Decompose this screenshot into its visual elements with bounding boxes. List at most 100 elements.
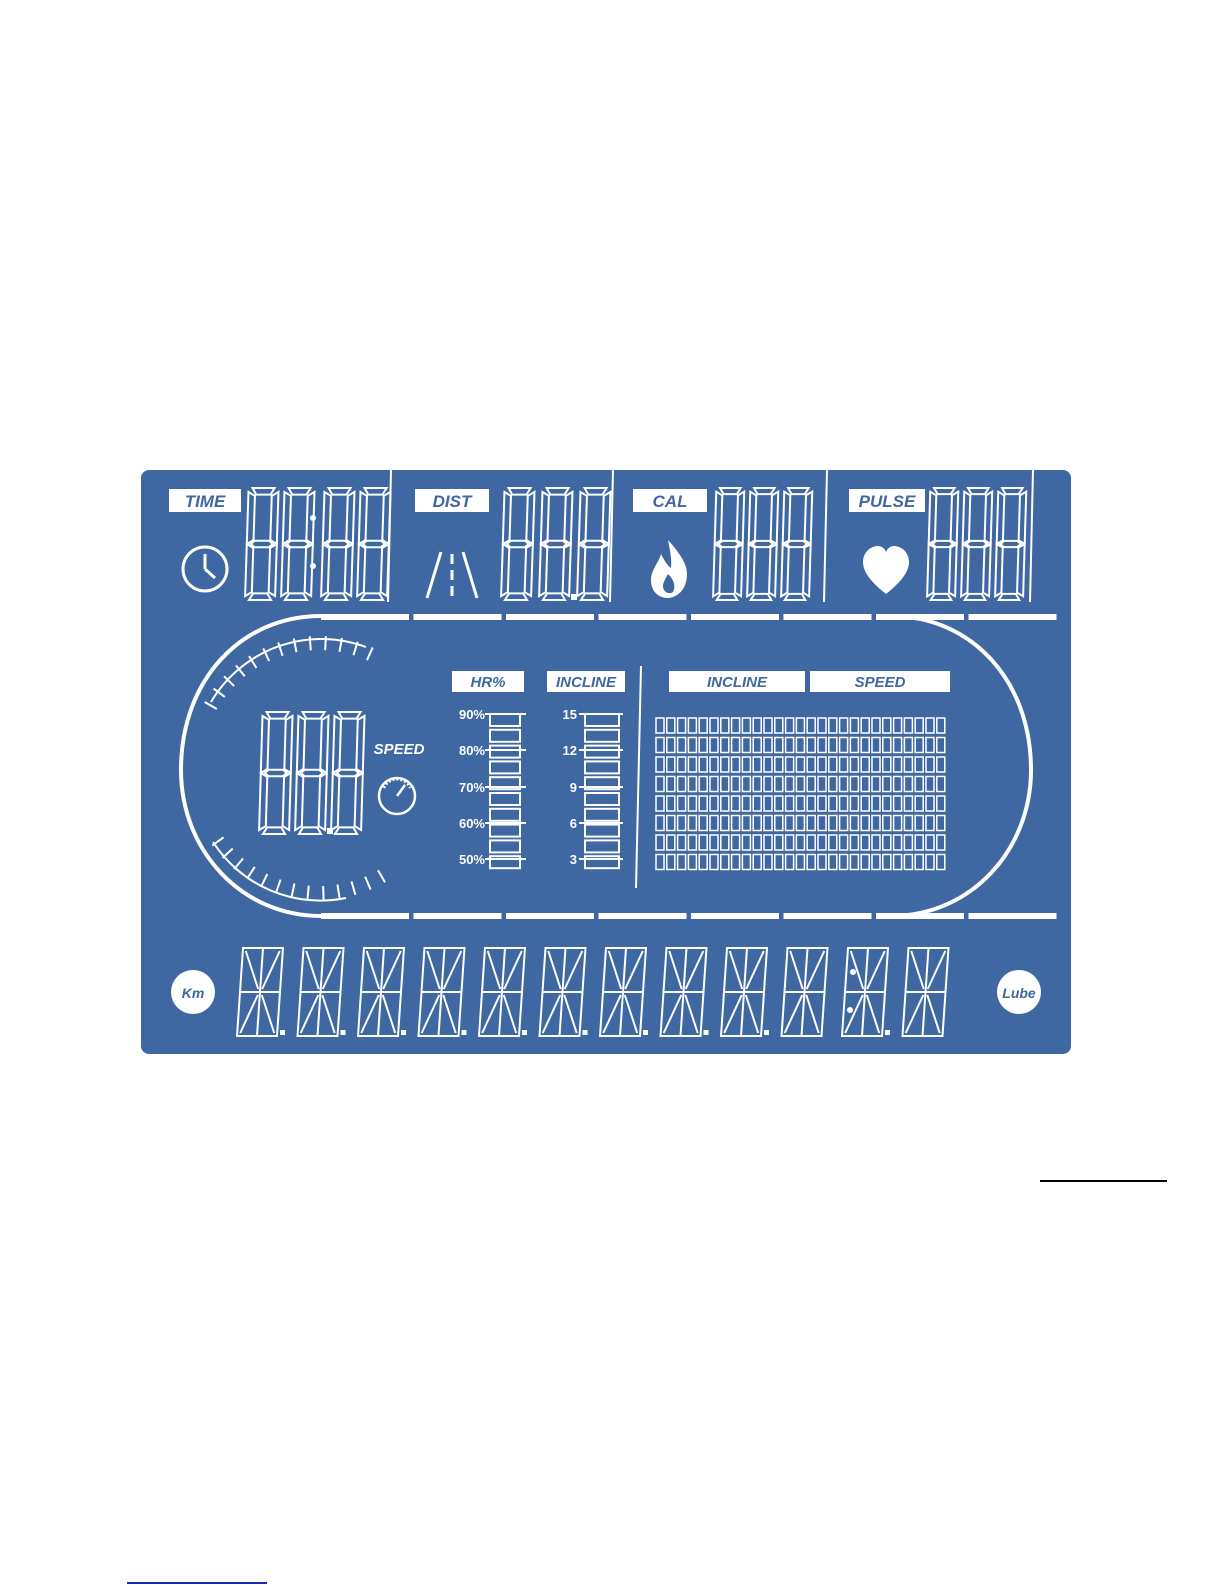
matrix-dot	[688, 816, 696, 831]
seven-segment-digit	[539, 488, 577, 600]
matrix-dot	[818, 796, 826, 811]
matrix-dot	[861, 738, 869, 753]
matrix-dot	[732, 777, 740, 792]
alphanumeric-char	[600, 948, 648, 1036]
matrix-dot	[850, 835, 858, 850]
matrix-dot	[894, 816, 902, 831]
matrix-dot	[796, 855, 804, 870]
matrix-dot	[742, 718, 750, 733]
matrix-dot	[915, 777, 923, 792]
matrix-dot	[775, 855, 783, 870]
lube-label: Lube	[1002, 985, 1036, 1001]
matrix-dot	[861, 796, 869, 811]
alphanumeric-char	[661, 948, 709, 1036]
matrix-dot	[667, 816, 675, 831]
matrix-dot	[926, 796, 934, 811]
matrix-dot	[786, 835, 794, 850]
matrix-dot	[829, 855, 837, 870]
matrix-dot	[764, 816, 772, 831]
matrix-dot	[710, 738, 718, 753]
seven-segment-digit	[995, 488, 1026, 600]
dist-digits	[501, 488, 610, 600]
km-label: Km	[182, 985, 205, 1001]
seven-segment-digit	[713, 488, 744, 600]
incline-tick-6: 6	[570, 816, 577, 831]
matrix-dot	[764, 777, 772, 792]
seven-segment-digit	[295, 712, 333, 834]
track-segment-top	[321, 614, 409, 620]
matrix-dot	[732, 718, 740, 733]
incline-tick-12: 12	[563, 743, 577, 758]
matrix-dot	[937, 816, 945, 831]
matrix-dot	[796, 738, 804, 753]
message-alphanumeric-display	[237, 948, 949, 1036]
matrix-dot	[840, 718, 848, 733]
alphanumeric-char	[298, 948, 346, 1036]
seven-segment-digit	[281, 488, 314, 600]
matrix-dot	[688, 738, 696, 753]
seven-segment-digit	[927, 488, 958, 600]
matrix-dot	[818, 777, 826, 792]
matrix-dot	[678, 738, 686, 753]
matrix-dot	[883, 718, 891, 733]
matrix-dot	[742, 835, 750, 850]
track-segment-top	[414, 614, 502, 620]
incline-bar-cell	[585, 730, 619, 742]
alphanumeric-char	[479, 948, 527, 1036]
matrix-speed-label-box: SPEED	[810, 671, 950, 692]
matrix-dot	[904, 777, 912, 792]
incline-tick-3: 3	[570, 852, 577, 867]
matrix-dot	[656, 777, 664, 792]
matrix-dot	[786, 757, 794, 772]
matrix-dot	[937, 777, 945, 792]
matrix-dot	[796, 816, 804, 831]
incline-bar-graph	[579, 714, 623, 868]
incline-scale: 15 12 9 6 3	[563, 707, 577, 867]
matrix-dot	[937, 855, 945, 870]
treadmill-lcd-display: TIME DIST CAL PULSE	[141, 470, 1071, 1054]
matrix-dot	[796, 835, 804, 850]
matrix-dot	[861, 855, 869, 870]
matrix-dot	[796, 796, 804, 811]
hr-bar-cell	[490, 825, 520, 837]
matrix-dot	[872, 796, 880, 811]
matrix-dot	[786, 816, 794, 831]
seven-segment-digit	[357, 488, 390, 600]
matrix-dot	[807, 777, 815, 792]
matrix-dot	[732, 855, 740, 870]
gauge-tick	[352, 881, 356, 894]
matrix-dot	[915, 718, 923, 733]
track-segment-top	[784, 614, 872, 620]
matrix-dot	[786, 777, 794, 792]
matrix-dot	[850, 777, 858, 792]
alpha-colon-bottom	[847, 1007, 853, 1013]
matrix-dot	[753, 738, 761, 753]
track-segment-top	[691, 614, 779, 620]
matrix-dot	[818, 835, 826, 850]
km-indicator: Km	[171, 970, 215, 1014]
matrix-dot	[732, 796, 740, 811]
matrix-dot	[667, 738, 675, 753]
matrix-dot	[667, 757, 675, 772]
pulse-digits	[927, 488, 1026, 600]
matrix-dot	[742, 777, 750, 792]
matrix-dot	[742, 816, 750, 831]
seven-segment-digit	[501, 488, 534, 600]
matrix-dot	[753, 835, 761, 850]
matrix-dot	[829, 777, 837, 792]
flame-icon	[651, 540, 687, 598]
matrix-dot	[872, 855, 880, 870]
matrix-dot	[732, 816, 740, 831]
matrix-dot	[818, 738, 826, 753]
track-oval	[181, 616, 1031, 916]
seven-segment-digit	[331, 712, 364, 834]
matrix-dot	[764, 796, 772, 811]
matrix-dot	[732, 835, 740, 850]
matrix-separator	[636, 666, 641, 888]
alphanumeric-char	[237, 948, 285, 1036]
gauge-tick	[337, 885, 339, 899]
matrix-dot	[883, 816, 891, 831]
matrix-dot	[894, 855, 902, 870]
matrix-incline-label: INCLINE	[707, 674, 768, 691]
matrix-dot	[872, 718, 880, 733]
